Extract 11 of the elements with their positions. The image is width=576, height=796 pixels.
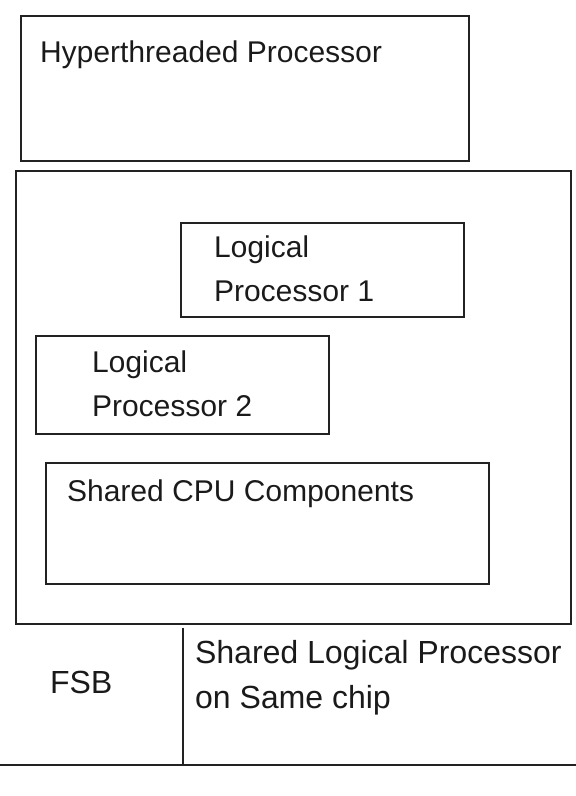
node-label: Logical Processor 2 [92, 345, 254, 424]
title-box [20, 15, 470, 162]
logical-processor-box [180, 222, 465, 318]
node-label: Hyperthreaded Processor [40, 35, 383, 71]
processor-box [15, 170, 572, 625]
node-label: Shared CPU Components [67, 474, 415, 510]
description-text: Shared Logical Processor on Same chip [195, 633, 562, 717]
node-label: Logical Processor 1 [214, 230, 376, 310]
shared-components-box [45, 462, 490, 585]
bus-label: FSB [50, 663, 114, 702]
logical-processor-box [35, 335, 330, 435]
